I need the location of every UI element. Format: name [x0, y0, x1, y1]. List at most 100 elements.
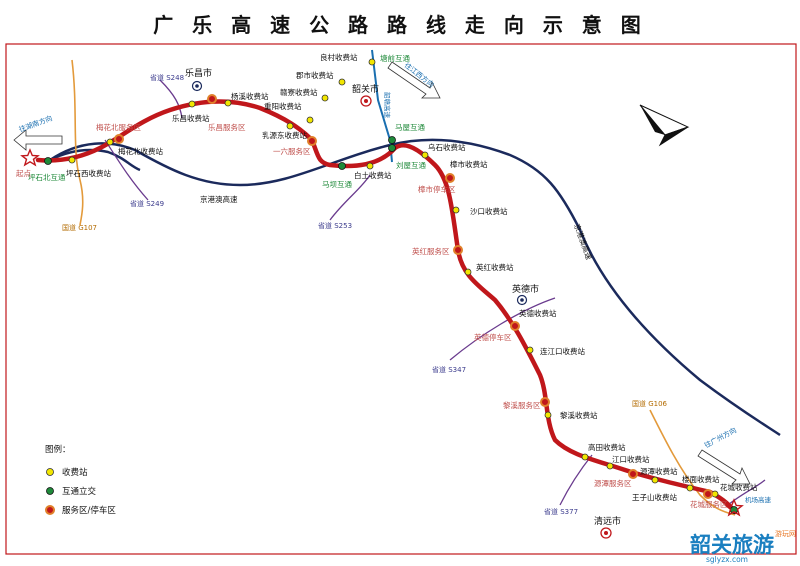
toll-marker [366, 162, 374, 170]
interchange-marker [338, 162, 346, 170]
toll-label: 乳源东收费站 [262, 130, 307, 140]
legend-service-icon [45, 505, 55, 515]
service-label: 梅花北服务区 [96, 122, 141, 132]
toll-marker [452, 206, 460, 214]
toll-label: 白土收费站 [354, 170, 392, 180]
toll-marker [338, 78, 346, 86]
watermark-url: sglyzx.com [706, 555, 748, 564]
toll-label: 樟市收费站 [450, 159, 488, 169]
expressway-line [49, 138, 781, 437]
arrow-to-jiangxi-icon [387, 61, 441, 99]
end-star-icon [724, 498, 744, 517]
map-frame [5, 43, 797, 555]
toll-label: 英德收费站 [519, 308, 557, 318]
service-label: 英德停车区 [474, 332, 512, 342]
toll-marker [686, 484, 694, 492]
interchange-marker [388, 144, 396, 152]
toll-marker [321, 94, 329, 102]
service-marker [453, 245, 463, 255]
toll-label: 乐昌收费站 [172, 113, 210, 123]
toll-marker [68, 156, 76, 164]
toll-marker [421, 151, 429, 159]
service-marker [207, 94, 217, 104]
s347-line [449, 297, 556, 361]
toll-label: 郡市收费站 [296, 70, 334, 80]
road-s248-label: 省道 S248 [150, 73, 184, 82]
toll-label: 杨溪收费站 [231, 91, 269, 101]
watermark-brand: 韶关旅游 [690, 533, 774, 557]
toll-marker [286, 122, 294, 130]
interchange-label: 刘屋互通 [396, 160, 426, 170]
road-s347-label: 省道 S347 [432, 365, 466, 374]
map-title: 广 乐 高 速 公 路 路 线 走 向 示 意 图 [153, 13, 647, 37]
road-s253-label: 省道 S253 [318, 221, 352, 230]
service-markers [114, 94, 713, 499]
city-icon-dot [195, 84, 199, 88]
toll-marker [581, 453, 589, 461]
toll-label: 黎溪收费站 [560, 410, 598, 420]
to-hunan-label: 往湖南方向 [18, 113, 54, 133]
toll-label: 王子山收费站 [632, 492, 677, 502]
toll-label: 江口收费站 [612, 454, 650, 464]
service-label: 英红服务区 [412, 246, 450, 256]
road-s249-label: 省道 S249 [130, 199, 164, 208]
north-compass-icon [639, 104, 690, 147]
toll-label: 英红收费站 [476, 262, 514, 272]
legend-interchange-icon [46, 487, 54, 495]
toll-marker [651, 476, 659, 484]
toll-label: 坪石西收费站 [66, 168, 111, 178]
g106-line [649, 409, 736, 516]
interchange-marker [44, 157, 52, 165]
toll-label: 沙口收费站 [470, 206, 508, 216]
legend-interchange-label: 互通立交 [62, 486, 97, 497]
s377-line [559, 454, 593, 506]
service-label: 花城服务区 [690, 499, 728, 509]
arrow-to-guangzhou-icon [697, 449, 751, 485]
toll-label: 重阳收费站 [264, 101, 302, 111]
interchange-label: 塘前互通 [380, 53, 410, 63]
toll-marker [368, 58, 376, 66]
service-marker [307, 136, 317, 146]
toll-marker [224, 99, 232, 107]
toll-label: 乌石收费站 [428, 142, 466, 152]
toll-label: 高田收费站 [588, 442, 626, 452]
service-marker [445, 173, 455, 183]
toll-marker [544, 411, 552, 419]
toll-markers [68, 58, 719, 498]
to-guangzhou-label: 往广州方向 [703, 425, 738, 449]
legend-heading: 图例： [45, 444, 71, 455]
legend-toll-icon [46, 468, 54, 476]
expressway-vertical-label: 京港澳高速 [572, 222, 594, 261]
interchange-label: 坪石北互通 [28, 172, 66, 182]
toll-marker [606, 462, 614, 470]
toll-marker [106, 138, 114, 146]
toll-label: 连江口收费站 [540, 346, 585, 356]
service-marker [114, 134, 124, 144]
city-label: 英德市 [512, 283, 539, 295]
city-icon-dot [604, 531, 608, 535]
service-label: 源潭服务区 [594, 478, 632, 488]
start-label: 起点 [16, 169, 31, 178]
toll-label: 良村收费站 [320, 52, 358, 62]
service-marker [510, 321, 520, 331]
toll-label: 花城收费站 [720, 482, 758, 492]
legend-service-label: 服务区/停车区 [62, 505, 116, 516]
airport-road-label: 机场高速 [745, 495, 772, 504]
g107-line [71, 59, 84, 226]
road-s377-label: 省道 S377 [544, 507, 578, 516]
road-g106-label: 国道 G106 [632, 399, 668, 408]
north-road-label: 韶赣高速 [383, 92, 392, 119]
interchange-marker [388, 136, 396, 144]
s253-line [329, 174, 371, 221]
city-label: 清远市 [594, 515, 621, 527]
toll-label: 楼面收费站 [682, 474, 720, 484]
toll-marker [306, 116, 314, 124]
toll-label: 赣寮收费站 [280, 87, 318, 97]
service-label: 黎溪服务区 [503, 400, 541, 410]
interchange-label: 马屋互通 [395, 122, 425, 132]
toll-marker [464, 268, 472, 276]
service-marker [540, 397, 550, 407]
city-icon-dot [364, 99, 368, 103]
expressway-loop [49, 148, 141, 172]
